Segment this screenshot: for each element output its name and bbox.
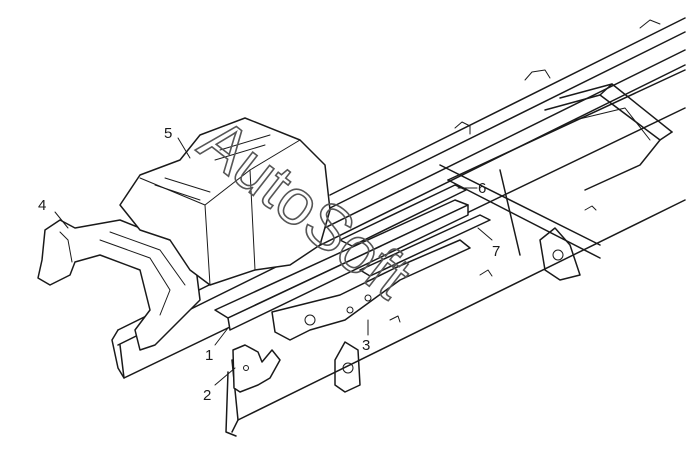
part-3-plate (271, 239, 471, 341)
callout-3: 3 (362, 337, 370, 354)
callout-7: 7 (492, 243, 500, 260)
leader-lines (54, 137, 493, 386)
callouts: 1 2 3 4 5 6 7 (38, 125, 500, 404)
part-5-cover (119, 117, 331, 286)
part-4-bracket (37, 219, 201, 351)
callout-1: 1 (205, 347, 213, 364)
part-7-strip (359, 214, 491, 277)
callout-5: 5 (164, 125, 172, 142)
chassis-frame (111, 17, 686, 437)
callout-6: 6 (478, 180, 486, 197)
part-1-strip (214, 199, 469, 331)
part-2-bracket (232, 344, 281, 393)
callout-4: 4 (38, 197, 46, 214)
part-6-strip (339, 184, 467, 247)
callout-2: 2 (203, 387, 211, 404)
